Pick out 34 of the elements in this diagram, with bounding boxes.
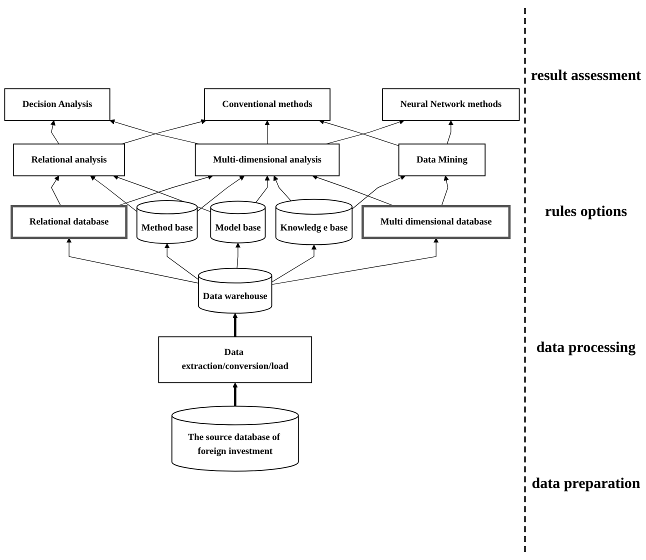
stage-label: data processing (535, 338, 637, 358)
stage-label: result assessment (530, 66, 642, 86)
arrow (271, 244, 317, 283)
node-box: Relational analysis (13, 144, 125, 176)
node-box: Conventional methods (204, 88, 330, 121)
arrow (264, 120, 270, 144)
arrow (441, 176, 449, 206)
stage-label: data preparation (530, 474, 642, 494)
node-box: Data extraction/conversion/load (158, 336, 312, 384)
arrow (352, 175, 406, 210)
node-box: Neural Network methods (382, 88, 520, 121)
arrow (121, 119, 206, 144)
node-box: Relational database (10, 205, 128, 240)
arrow (232, 382, 238, 406)
arrow (235, 242, 241, 269)
node-box: Data Mining (398, 144, 486, 176)
arrow (319, 119, 400, 146)
arrow (273, 176, 292, 202)
arrow (446, 120, 454, 144)
arrow (255, 176, 270, 204)
arrow (50, 120, 60, 144)
arrow (271, 238, 439, 285)
arrow (326, 120, 404, 144)
stage-label: rules options (544, 202, 628, 222)
arrow (232, 313, 238, 337)
arrow (196, 176, 245, 212)
arrow (90, 176, 138, 212)
arrow (66, 238, 199, 284)
arrow (164, 243, 199, 280)
node-box: Multi-dimensional analysis (194, 144, 340, 176)
arrow (51, 176, 62, 206)
arrow (110, 119, 200, 144)
node-box: Decision Analysis (4, 88, 110, 121)
node-box: Multi dimensional database (362, 205, 511, 240)
